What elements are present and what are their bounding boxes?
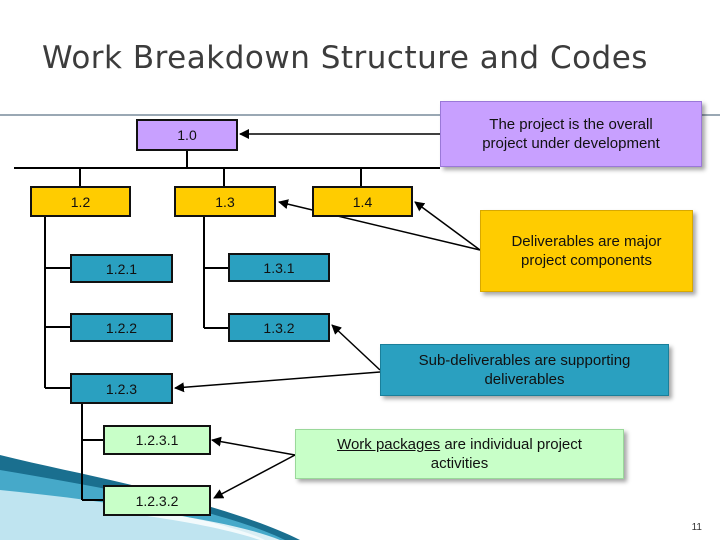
node-1-4: 1.4 (312, 186, 413, 217)
node-1-2-2: 1.2.2 (70, 313, 173, 342)
callout-subdeliverables: Sub-deliverables are supporting delivera… (380, 344, 669, 396)
callout-deliverables-line2: project components (521, 252, 652, 269)
node-1-2-3-1: 1.2.3.1 (103, 425, 211, 455)
node-1-3-2: 1.3.2 (228, 313, 330, 342)
node-1-3-1: 1.3.1 (228, 253, 330, 282)
callout-project: The project is the overall project under… (440, 101, 702, 167)
node-1-2-1: 1.2.1 (70, 254, 173, 283)
node-1-3: 1.3 (174, 186, 276, 217)
callout-subdeliverables-line1: Sub-deliverables are supporting (418, 352, 631, 369)
page-title: Work Breakdown Structure and Codes (42, 40, 648, 76)
title-divider (0, 114, 720, 116)
work-packages-term: Work packages (337, 436, 441, 453)
work-packages-rest: are individual project (440, 436, 582, 453)
page-number: 11 (691, 522, 702, 533)
callout-workpackages: Work packages are individual project act… (295, 429, 624, 479)
callout-project-line1: The project is the overall (489, 116, 653, 133)
callout-workpackages-line2: activities (430, 455, 489, 472)
callout-workpackages-line1: Work packages are individual project (302, 435, 617, 454)
callout-deliverables-line1: Deliverables are major (511, 233, 662, 250)
node-1-2-3: 1.2.3 (70, 373, 173, 404)
callout-deliverables: Deliverables are major project component… (480, 210, 693, 292)
node-1-2-3-2: 1.2.3.2 (103, 485, 211, 516)
callout-project-line2: project under development (482, 135, 660, 152)
node-1-0: 1.0 (136, 119, 238, 151)
node-1-2: 1.2 (30, 186, 131, 217)
callout-subdeliverables-line2: deliverables (484, 371, 565, 388)
